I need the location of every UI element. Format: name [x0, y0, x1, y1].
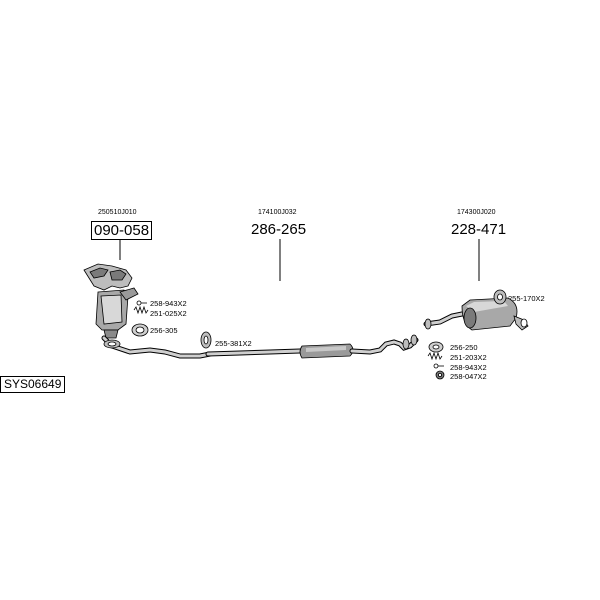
part-label-gasket-rear[interactable]: 256-250	[450, 343, 478, 352]
rear-reference-number[interactable]: 228-471	[451, 221, 507, 238]
gasket-icon-front	[131, 323, 149, 337]
spring-icon-front	[133, 305, 149, 315]
gasket-icon-rear	[428, 341, 444, 353]
rear-oem-number: 174300J020	[457, 209, 496, 216]
middle-oem-number: 174100J032	[258, 209, 297, 216]
part-label-spring-rear[interactable]: 251-203X2	[450, 353, 487, 362]
nut-icon-rear	[435, 370, 445, 380]
part-label-rubber-mount-rear[interactable]: 255-170X2	[508, 294, 545, 303]
catalytic-converter-part[interactable]	[83, 263, 139, 339]
part-label-nut-rear[interactable]: 258-047X2	[450, 372, 487, 381]
bolt-icon-front	[136, 300, 147, 306]
rubber-mount-icon-rear	[493, 289, 507, 305]
part-label-spring-front[interactable]: 251-025X2	[150, 309, 187, 318]
middle-reference-number[interactable]: 286-265	[251, 221, 307, 238]
system-code-badge: SYS06649	[0, 376, 66, 393]
rubber-mount-icon-middle	[200, 331, 212, 349]
part-label-bolt-rear[interactable]: 258-943X2	[450, 363, 487, 372]
middle-silencer-part[interactable]	[205, 334, 419, 359]
part-label-gasket-front[interactable]: 256-305	[150, 326, 178, 335]
bolt-icon-rear	[433, 363, 444, 369]
front-reference-number[interactable]: 090-058	[91, 221, 153, 240]
part-label-bolt-front[interactable]: 258-943X2	[150, 299, 187, 308]
part-label-rubber-mount-middle[interactable]: 255-381X2	[215, 339, 252, 348]
front-oem-number: 250510J010	[98, 209, 137, 216]
front-pipe-part[interactable]	[101, 335, 213, 359]
rear-silencer-part[interactable]	[423, 297, 529, 331]
spring-icon-rear	[427, 351, 443, 361]
